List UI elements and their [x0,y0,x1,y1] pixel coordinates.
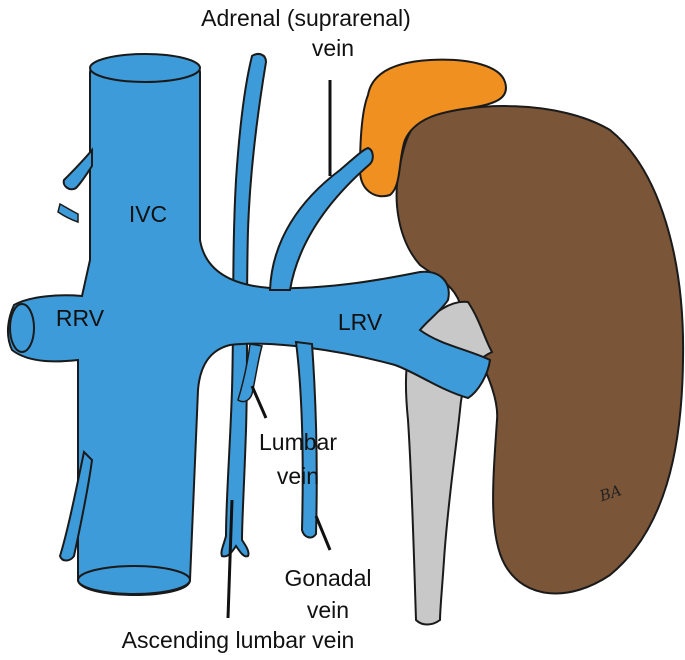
ivc-lower-tributary [58,449,94,562]
ivc-label: IVC [129,201,167,227]
lumbar-leader-line [250,385,268,419]
ivc-top-opening [89,53,201,83]
adrenal-vein-label-line2: vein [312,35,354,61]
lumbar-vein-label-line1: Lumbar [259,429,337,455]
gonadal-leader-line [314,515,332,551]
lumbar-vein-label-line2: vein [277,463,319,489]
ivc-mid-tributary [57,202,79,224]
rrv-cut-end [9,303,35,353]
kidney [395,105,685,595]
ascending-lumbar-leader-line [226,499,234,619]
gonadal-vein [294,340,318,539]
ascending-lumbar-vein-label: Ascending lumbar vein [122,627,355,653]
adrenal-gland [358,58,507,198]
rrv-label: RRV [56,305,105,331]
adrenal-vein-label-line1: Adrenal (suprarenal) [201,5,411,31]
lrv-label: LRV [338,309,383,335]
gonadal-vein-label-line2: vein [307,597,349,623]
gonadal-vein-label-line1: Gonadal [285,565,372,591]
ureter [404,300,494,626]
ivc-upper-tributary [62,147,93,191]
lumbar-vein [237,343,263,403]
adrenal-vein [268,146,374,291]
ivc-bottom-opening [77,565,191,595]
